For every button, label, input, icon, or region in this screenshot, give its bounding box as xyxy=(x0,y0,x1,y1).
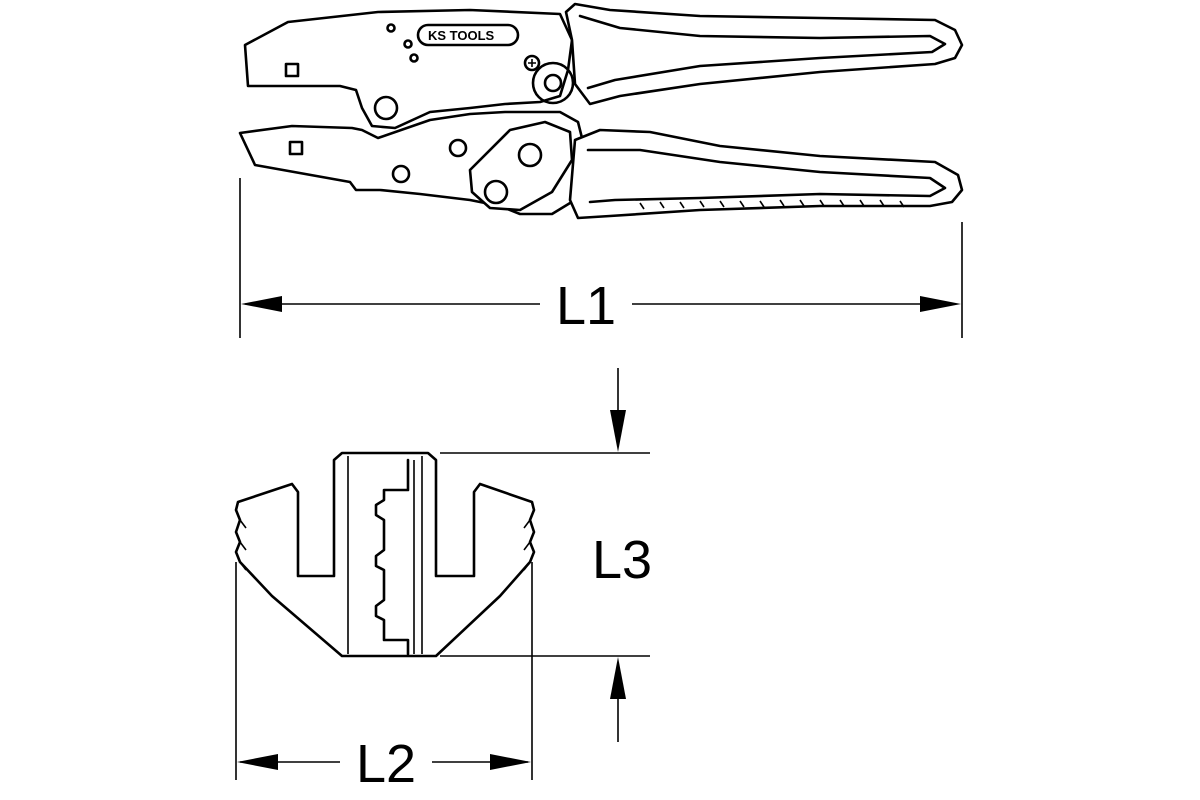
square-hole-lower xyxy=(288,140,304,156)
l2-arrow-left xyxy=(237,754,278,770)
l2-arrow-right xyxy=(490,754,531,770)
pivot-middle xyxy=(448,138,468,158)
l3-label: L3 xyxy=(592,530,652,590)
toggle-plate xyxy=(468,120,574,212)
dimension-l2: L2 xyxy=(235,562,533,794)
pivot-lower xyxy=(391,164,411,184)
adjustment-wheel-hub xyxy=(543,73,563,93)
rivet-2 xyxy=(403,39,413,49)
brand-logo-text: KS TOOLS xyxy=(428,28,495,43)
l1-arrow-left xyxy=(241,296,282,312)
upper-handle xyxy=(564,2,964,106)
l2-label: L2 xyxy=(356,734,416,794)
dimension-l3: L3 xyxy=(440,368,652,742)
l1-arrow-right xyxy=(920,296,961,312)
crimp-die-insert xyxy=(234,451,536,658)
left-grip-notches xyxy=(239,519,247,571)
crimp-profile xyxy=(374,458,410,656)
l3-arrow-top xyxy=(610,410,626,452)
die-body-outline xyxy=(234,451,536,658)
upper-grip-inlay xyxy=(578,14,947,90)
lower-grip-teeth xyxy=(639,199,905,210)
brand-logo: KS TOOLS xyxy=(416,23,520,47)
l1-label: L1 xyxy=(556,276,616,336)
toggle-pivot-2 xyxy=(483,179,509,205)
right-grip-notches xyxy=(523,519,531,571)
square-hole-upper xyxy=(284,62,300,78)
screw-cross-icon xyxy=(528,59,536,67)
adjustment-wheel xyxy=(531,61,575,105)
toggle-pivot-1 xyxy=(517,142,543,168)
pivot-upper xyxy=(373,95,399,121)
rivet-3 xyxy=(409,53,419,63)
adjustment-screw xyxy=(523,54,541,72)
rivet-1 xyxy=(386,23,396,33)
crimping-pliers: KS TOOLS xyxy=(238,2,964,220)
dimension-l1: L1 xyxy=(239,178,963,338)
upper-jaw xyxy=(243,8,574,130)
l3-arrow-bottom xyxy=(610,657,626,699)
lower-grip-inlay xyxy=(586,148,947,204)
